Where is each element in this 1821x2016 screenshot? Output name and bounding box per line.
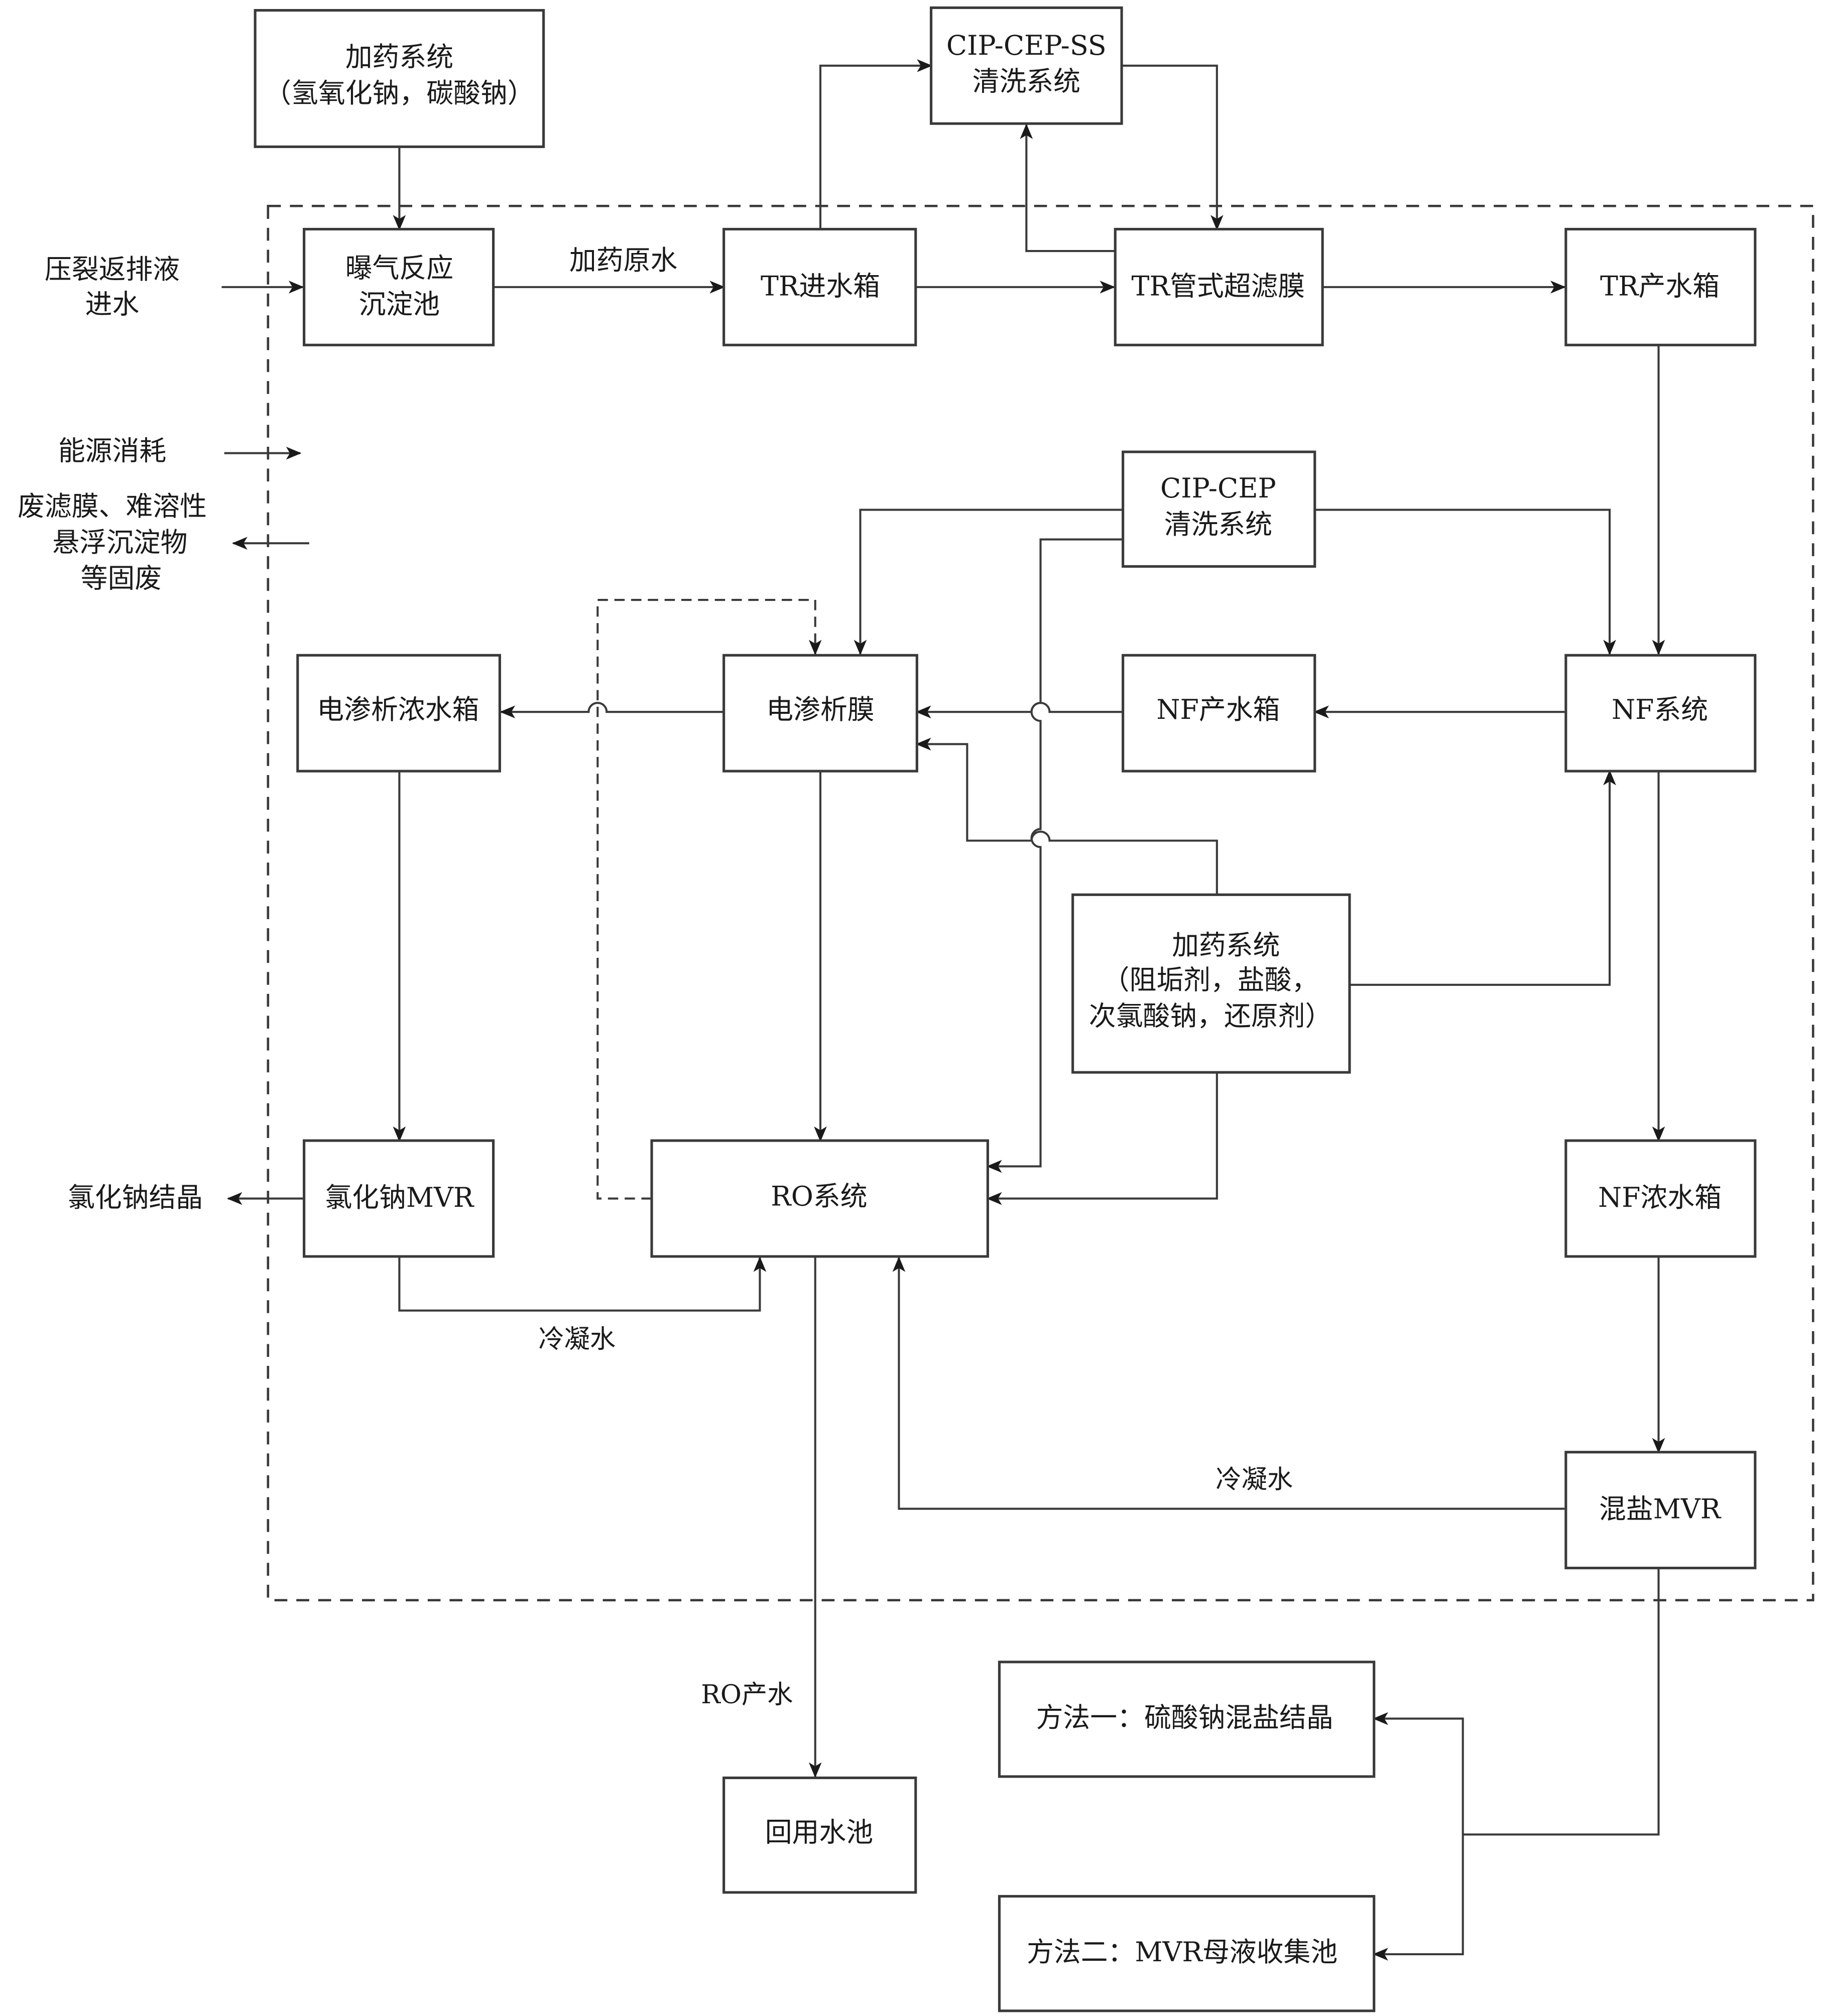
node-method2: 方法二：MVR母液收集池 (998, 1895, 1376, 2012)
dosed-raw-water-label: 加药原水 (569, 244, 677, 276)
condensate-right-label: 冷凝水 (1216, 1465, 1293, 1495)
method2-label: 方法二：MVR母液收集池 (1027, 1936, 1338, 1968)
edge-to-method1 (1373, 1712, 1464, 1835)
ed-membrane-label: 电渗析膜 (766, 694, 874, 725)
node-dosing-mid: 加药系统 （阻垢剂，盐酸， 次氯酸钠，还原剂） (1071, 893, 1351, 1074)
tr-uf-label: TR管式超滤膜 (1132, 270, 1305, 302)
node-nf-system: NF系统 (1564, 654, 1757, 773)
edge-ed-to-ed-conc (500, 702, 724, 718)
node-ed-conc-tank: 电渗析浓水箱 (296, 654, 501, 773)
edge-dosing-to-nf (1349, 770, 1616, 986)
nacl-mvr-label: 氯化钠MVR (325, 1182, 474, 1213)
ro-product-label: RO产水 (701, 1680, 793, 1710)
dosing-top-title: 加药系统 (345, 41, 453, 73)
method1-label: 方法一：硫酸钠混盐结晶 (1036, 1702, 1333, 1733)
inflow-label-line2: 进水 (85, 288, 140, 320)
edge-mixed-mvr-branch (1463, 1568, 1660, 1836)
node-ro-system: RO系统 (650, 1139, 989, 1258)
node-reuse-pool: 回用水池 (722, 1777, 917, 1894)
waste-label-line2: 悬浮沉淀物 (52, 527, 187, 558)
cip-line1: CIP-CEP (1160, 472, 1276, 504)
node-ed-membrane: 电渗析膜 (722, 654, 918, 773)
inflow-label-line1: 压裂返排液 (45, 254, 180, 285)
node-method1: 方法一：硫酸钠混盐结晶 (998, 1661, 1376, 1778)
node-nf-product-tank: NF产水箱 (1122, 654, 1316, 773)
nf-conc-label: NF浓水箱 (1598, 1182, 1722, 1213)
tr-inlet-label: TR进水箱 (761, 270, 880, 302)
edge-tr-uf-to-cip-ss (1020, 123, 1116, 253)
node-nacl-mvr: 氯化钠MVR (303, 1139, 495, 1258)
cip-ss-line1: CIP-CEP-SS (946, 30, 1107, 61)
node-cip-cep: CIP-CEP 清洗系统 (1122, 450, 1316, 568)
dosing-mid-title: 加药系统 (1172, 929, 1280, 961)
node-cip-cep-ss: CIP-CEP-SS 清洗系统 (929, 6, 1123, 125)
ed-conc-label: 电渗析浓水箱 (317, 694, 479, 725)
tr-product-label: TR产水箱 (1600, 270, 1720, 302)
edge-nacl-condensate-to-ro (398, 1256, 767, 1312)
cip-line2: 清洗系统 (1164, 509, 1272, 540)
reuse-pool-label: 回用水池 (765, 1816, 873, 1848)
edge-mixed-condensate-to-ro (892, 1256, 1565, 1510)
nf-product-label: NF产水箱 (1156, 694, 1280, 725)
dosing-mid-chemicals-1: （阻垢剂，盐酸， (1103, 964, 1319, 996)
waste-label-line3: 等固废 (81, 563, 162, 594)
energy-label: 能源消耗 (58, 435, 166, 467)
aeration-line2: 沉淀池 (359, 288, 440, 320)
nf-system-label: NF系统 (1612, 694, 1708, 725)
edge-cip-ss-to-tr-uf (1122, 64, 1224, 231)
edge-dosing-to-ed (915, 737, 1218, 895)
edge-ro-to-ed-dashed (596, 599, 822, 1200)
edge-cip-to-nf (1314, 509, 1616, 656)
condensate-left-label: 冷凝水 (538, 1324, 616, 1354)
waste-label-line1: 废滤膜、难溶性 (18, 490, 207, 522)
edge-nf-product-to-ed (915, 702, 1123, 718)
nacl-crystal-label: 氯化钠结晶 (68, 1182, 203, 1213)
node-nf-conc-tank: NF浓水箱 (1564, 1139, 1757, 1258)
node-tr-product-tank: TR产水箱 (1564, 227, 1757, 346)
connectors (221, 59, 1665, 1961)
node-mixed-salt-mvr: 混盐MVR (1564, 1451, 1757, 1570)
edge-cip-to-ed (854, 509, 1123, 656)
node-aeration-tank: 曝气反应 沉淀池 (303, 227, 495, 346)
cip-ss-line2: 清洗系统 (973, 66, 1080, 97)
node-dosing-top: 加药系统 （氢氧化钠，碳酸钠） (254, 9, 545, 148)
node-tr-uf-membrane: TR管式超滤膜 (1114, 227, 1324, 346)
edge-to-method2 (1373, 1834, 1464, 1961)
system-boundary (267, 205, 1814, 1601)
dosing-top-chemicals: （氢氧化钠，碳酸钠） (264, 77, 534, 109)
dosing-mid-chemicals-2: 次氯酸钠，还原剂） (1089, 1000, 1332, 1032)
ro-system-label: RO系统 (771, 1181, 867, 1212)
edge-dosing-to-ro (986, 1072, 1218, 1205)
edge-tr-inlet-to-cip-ss (819, 59, 933, 229)
mixed-mvr-label: 混盐MVR (1599, 1493, 1722, 1525)
aeration-line1: 曝气反应 (345, 253, 453, 284)
node-tr-inlet-tank: TR进水箱 (722, 227, 917, 346)
